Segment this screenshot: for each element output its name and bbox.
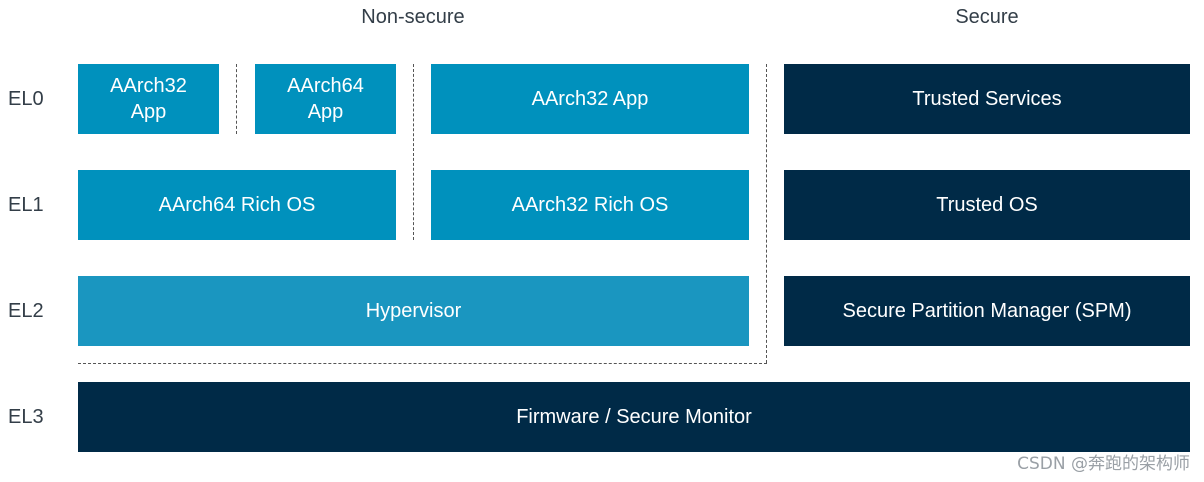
secure-header: Secure (955, 6, 1019, 28)
el3-label: EL3 (8, 406, 44, 428)
hypervisor-box: Hypervisor (78, 276, 749, 346)
trusted-services-box: Trusted Services (784, 64, 1190, 134)
trusted-os-box: Trusted OS (784, 170, 1190, 240)
aarch32-app-box: AArch32 App (78, 64, 219, 134)
security-separator-dashed-line (766, 64, 767, 363)
el2-label: EL2 (8, 300, 44, 322)
aarch64-app-box: AArch64 App (255, 64, 396, 134)
firmware-secure-monitor-box: Firmware / Secure Monitor (78, 382, 1190, 452)
aarch32-app-wide-box: AArch32 App (431, 64, 749, 134)
el1-label: EL1 (8, 194, 44, 216)
el0-label: EL0 (8, 88, 44, 110)
watermark-text: CSDN @奔跑的架构师 (1017, 454, 1190, 474)
app-separator-dashed-line (236, 64, 237, 134)
aarch64-rich-os-box: AArch64 Rich OS (78, 170, 396, 240)
spm-box: Secure Partition Manager (SPM) (784, 276, 1190, 346)
non-secure-header: Non-secure (361, 6, 465, 28)
non-secure-boundary-dashed-line (78, 363, 767, 364)
vm-separator-dashed-line (413, 64, 414, 240)
aarch32-rich-os-box: AArch32 Rich OS (431, 170, 749, 240)
